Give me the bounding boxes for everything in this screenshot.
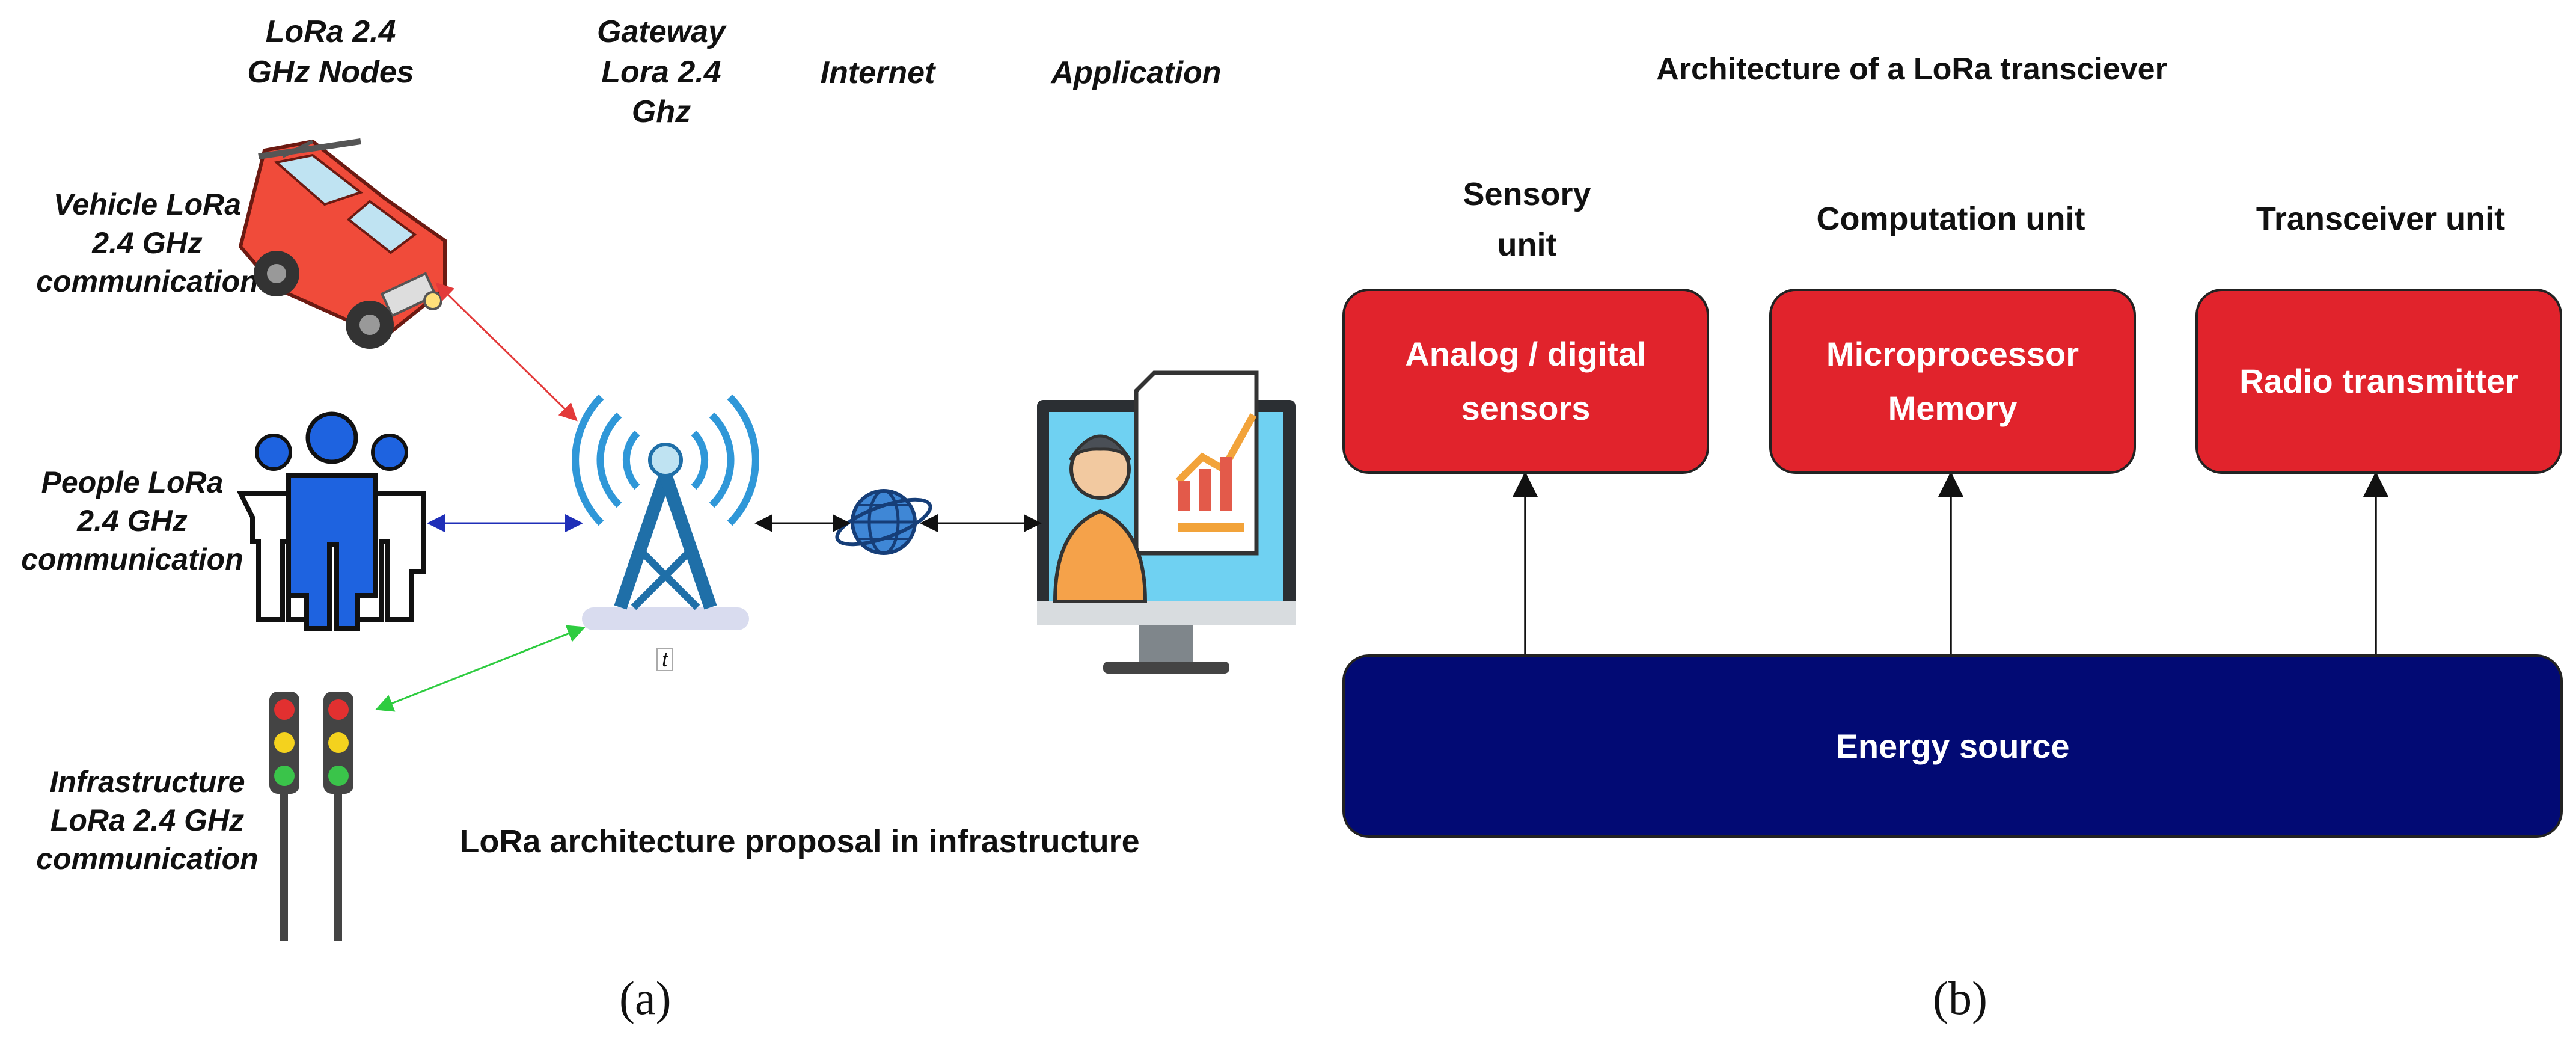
gateway-column-header: Gateway Lora 2.4 Ghz <box>597 14 726 130</box>
radio-transmitter-box: Radio transmitter <box>2195 289 2562 474</box>
people-icon <box>236 411 426 631</box>
traffic-lights-icon <box>269 692 353 941</box>
energy-source-box: Energy source <box>1342 654 2563 838</box>
sensory-unit-heading: Sensory unit <box>1463 176 1591 263</box>
panel-b-caption: (b) <box>1933 972 1987 1024</box>
infrastructure-gateway-arrow <box>375 625 586 712</box>
proposal-title: LoRa architecture proposal in infrastruc… <box>459 823 1140 859</box>
transceiver-architecture-title: Architecture of a LoRa transciever <box>1656 52 2167 87</box>
people-label: People LoRa 2.4 GHz communication <box>21 465 243 576</box>
vehicle-label: Vehicle LoRa 2.4 GHz communication <box>36 188 259 298</box>
gateway-tower-icon <box>572 394 759 630</box>
computation-unit-heading: Computation unit <box>1816 201 2085 237</box>
vehicle-icon <box>238 138 447 349</box>
microprocessor-memory-box: Microprocessor Memory <box>1769 289 2136 474</box>
analog-digital-sensors-box: Analog / digital sensors <box>1342 289 1709 474</box>
application-monitor-icon <box>1037 370 1296 674</box>
infrastructure-label: Infrastructure LoRa 2.4 GHz communicatio… <box>36 765 259 876</box>
vehicle-gateway-arrow <box>435 282 578 422</box>
nodes-column-header: LoRa 2.4 GHz Nodes <box>247 14 414 90</box>
application-column-header: Application <box>1051 55 1222 90</box>
internet-column-header: Internet <box>820 55 935 90</box>
panel-a-caption: (a) <box>619 972 672 1024</box>
tower-mark: t <box>656 648 673 671</box>
globe-icon <box>835 489 932 555</box>
transceiver-unit-heading: Transceiver unit <box>2256 201 2506 237</box>
